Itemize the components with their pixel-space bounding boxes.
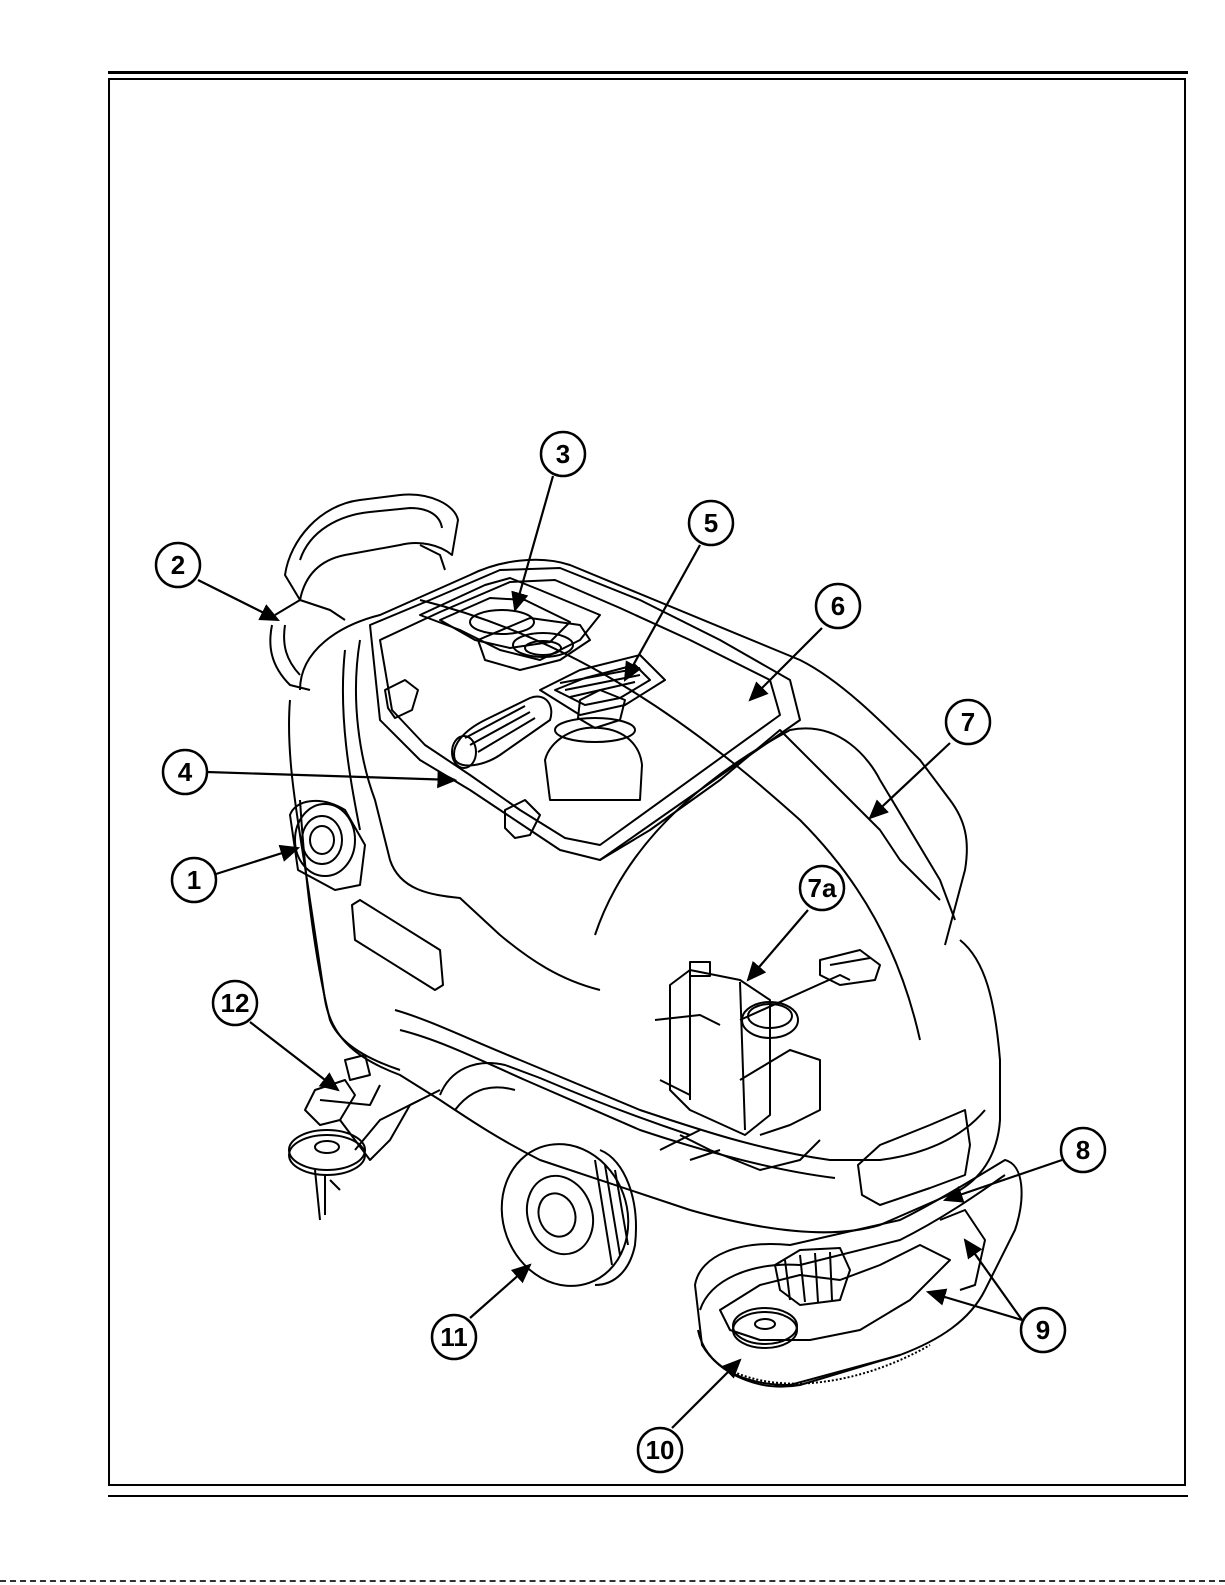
squeegee-drawing: [289, 1055, 440, 1220]
leader-lines: [198, 476, 1062, 1428]
callout-6-label: 6: [831, 591, 845, 621]
callout-11: 11: [432, 1315, 476, 1359]
callout-6: 6: [816, 584, 860, 628]
solution-tank-drawing: [289, 700, 1000, 1232]
callout-10: 10: [638, 1428, 682, 1472]
callout-7-label: 7: [961, 707, 975, 737]
callout-12: 12: [213, 981, 257, 1025]
callout-5: 5: [689, 501, 733, 545]
callout-1: 1: [172, 858, 216, 902]
callout-7: 7: [946, 700, 990, 744]
callout-3: 3: [541, 432, 585, 476]
callout-2-label: 2: [171, 550, 185, 580]
callout-11-label: 11: [440, 1322, 468, 1352]
callouts: 1 2 3 4 5 6 7 7a: [156, 432, 1105, 1472]
rear-wheel-drawing: [482, 1126, 648, 1304]
callout-8-label: 8: [1076, 1135, 1090, 1165]
callout-4: 4: [163, 750, 207, 794]
callout-8: 8: [1061, 1128, 1105, 1172]
machine-illustration: [270, 495, 1021, 1387]
callout-7a: 7a: [800, 866, 844, 910]
callout-9-label: 9: [1036, 1315, 1050, 1345]
callout-2: 2: [156, 543, 200, 587]
callout-12-label: 12: [221, 988, 250, 1018]
callout-5-label: 5: [704, 508, 718, 538]
callout-9: 9: [1021, 1308, 1065, 1352]
callout-1-label: 1: [187, 865, 201, 895]
callout-10-label: 10: [646, 1435, 675, 1465]
callout-7a-label: 7a: [808, 873, 837, 903]
callout-4-label: 4: [178, 757, 193, 787]
scrub-deck-drawing: [695, 1160, 1022, 1387]
callout-3-label: 3: [556, 439, 570, 469]
